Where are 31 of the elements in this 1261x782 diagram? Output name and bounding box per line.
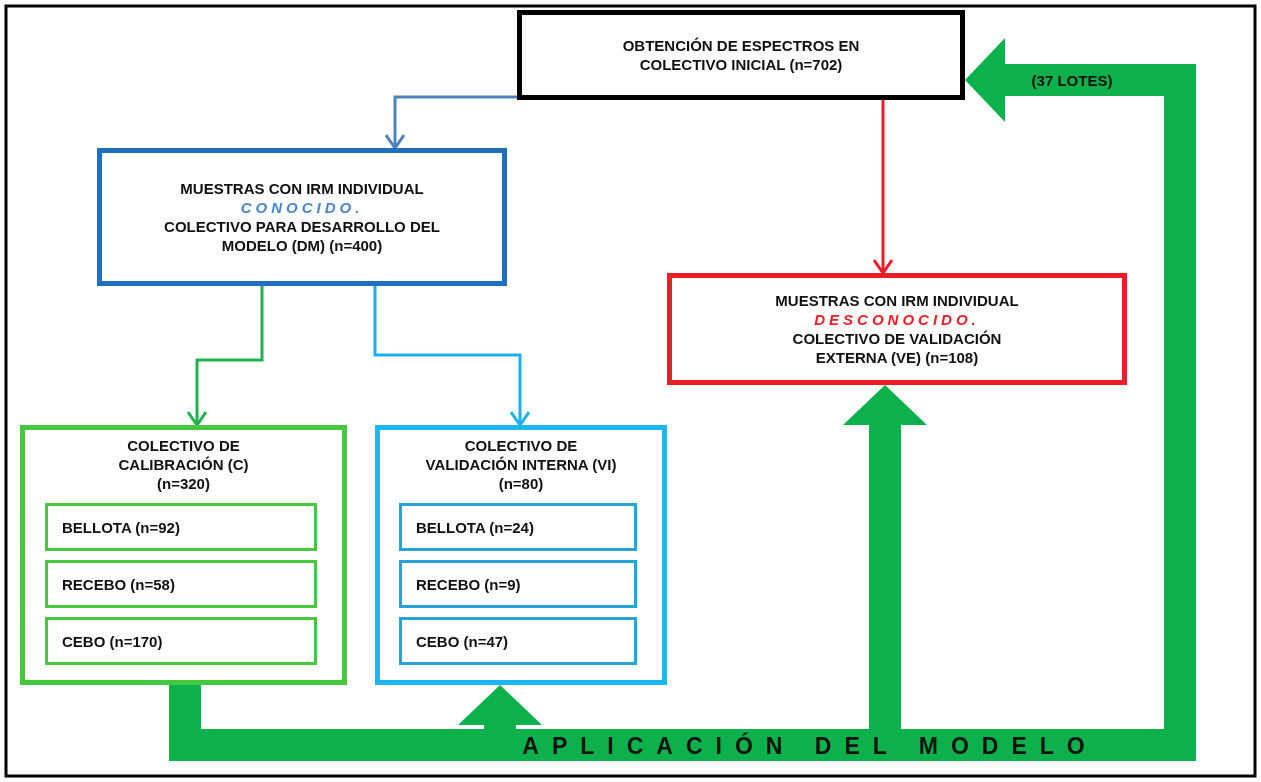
subgroup-box: [45, 560, 317, 608]
banner-text: APLICACIÓN DEL MODELO: [521, 733, 1099, 759]
subgroup-box: [45, 503, 317, 551]
node-text: RECEBO (n=58): [61, 574, 176, 594]
node-text: CEBO (n=170): [61, 631, 164, 651]
node-text: BELLOTA (n=92): [61, 517, 181, 537]
node-text: COLECTIVO PARA DESARROLLO DEL MODELO (DM) (n=400): [163, 217, 441, 255]
group-box: [20, 425, 347, 685]
subgroup-box: [399, 617, 637, 665]
arrow: [384, 95, 517, 150]
emphasis-text: DESCONOCIDO.: [813, 310, 981, 329]
process-box: [517, 10, 965, 100]
node-text: RECEBO (n=9): [415, 574, 522, 594]
node-text: OBTENCIÓN DE ESPECTROS EN COLECTIVO INICIAL (n=702): [621, 36, 861, 74]
node-text: BELLOTA (n=24): [415, 517, 535, 537]
process-box: [667, 273, 1127, 385]
arrow: [186, 286, 264, 427]
process-box: [97, 148, 507, 286]
subgroup-box: [399, 560, 637, 608]
node-text: MUESTRAS CON IRM INDIVIDUAL: [774, 291, 1020, 310]
node-text: COLECTIVO DE VALIDACIÓN INTERNA (VI) (n=80): [424, 436, 618, 493]
subgroup-box: [45, 617, 317, 665]
node-text: CEBO (n=47): [415, 631, 510, 651]
emphasis-text: CONOCIDO.: [239, 198, 365, 217]
subgroup-box: [399, 503, 637, 551]
node-text: MUESTRAS CON IRM INDIVIDUAL: [179, 179, 425, 198]
arrow: [373, 286, 531, 427]
node-text: COLECTIVO DE VALIDACIÓN EXTERNA (VE) (n=108): [791, 329, 1003, 367]
node-text: COLECTIVO DE CALIBRACIÓN (C) (n=320): [117, 436, 250, 493]
group-box: [375, 425, 667, 685]
arrow: [872, 99, 894, 275]
